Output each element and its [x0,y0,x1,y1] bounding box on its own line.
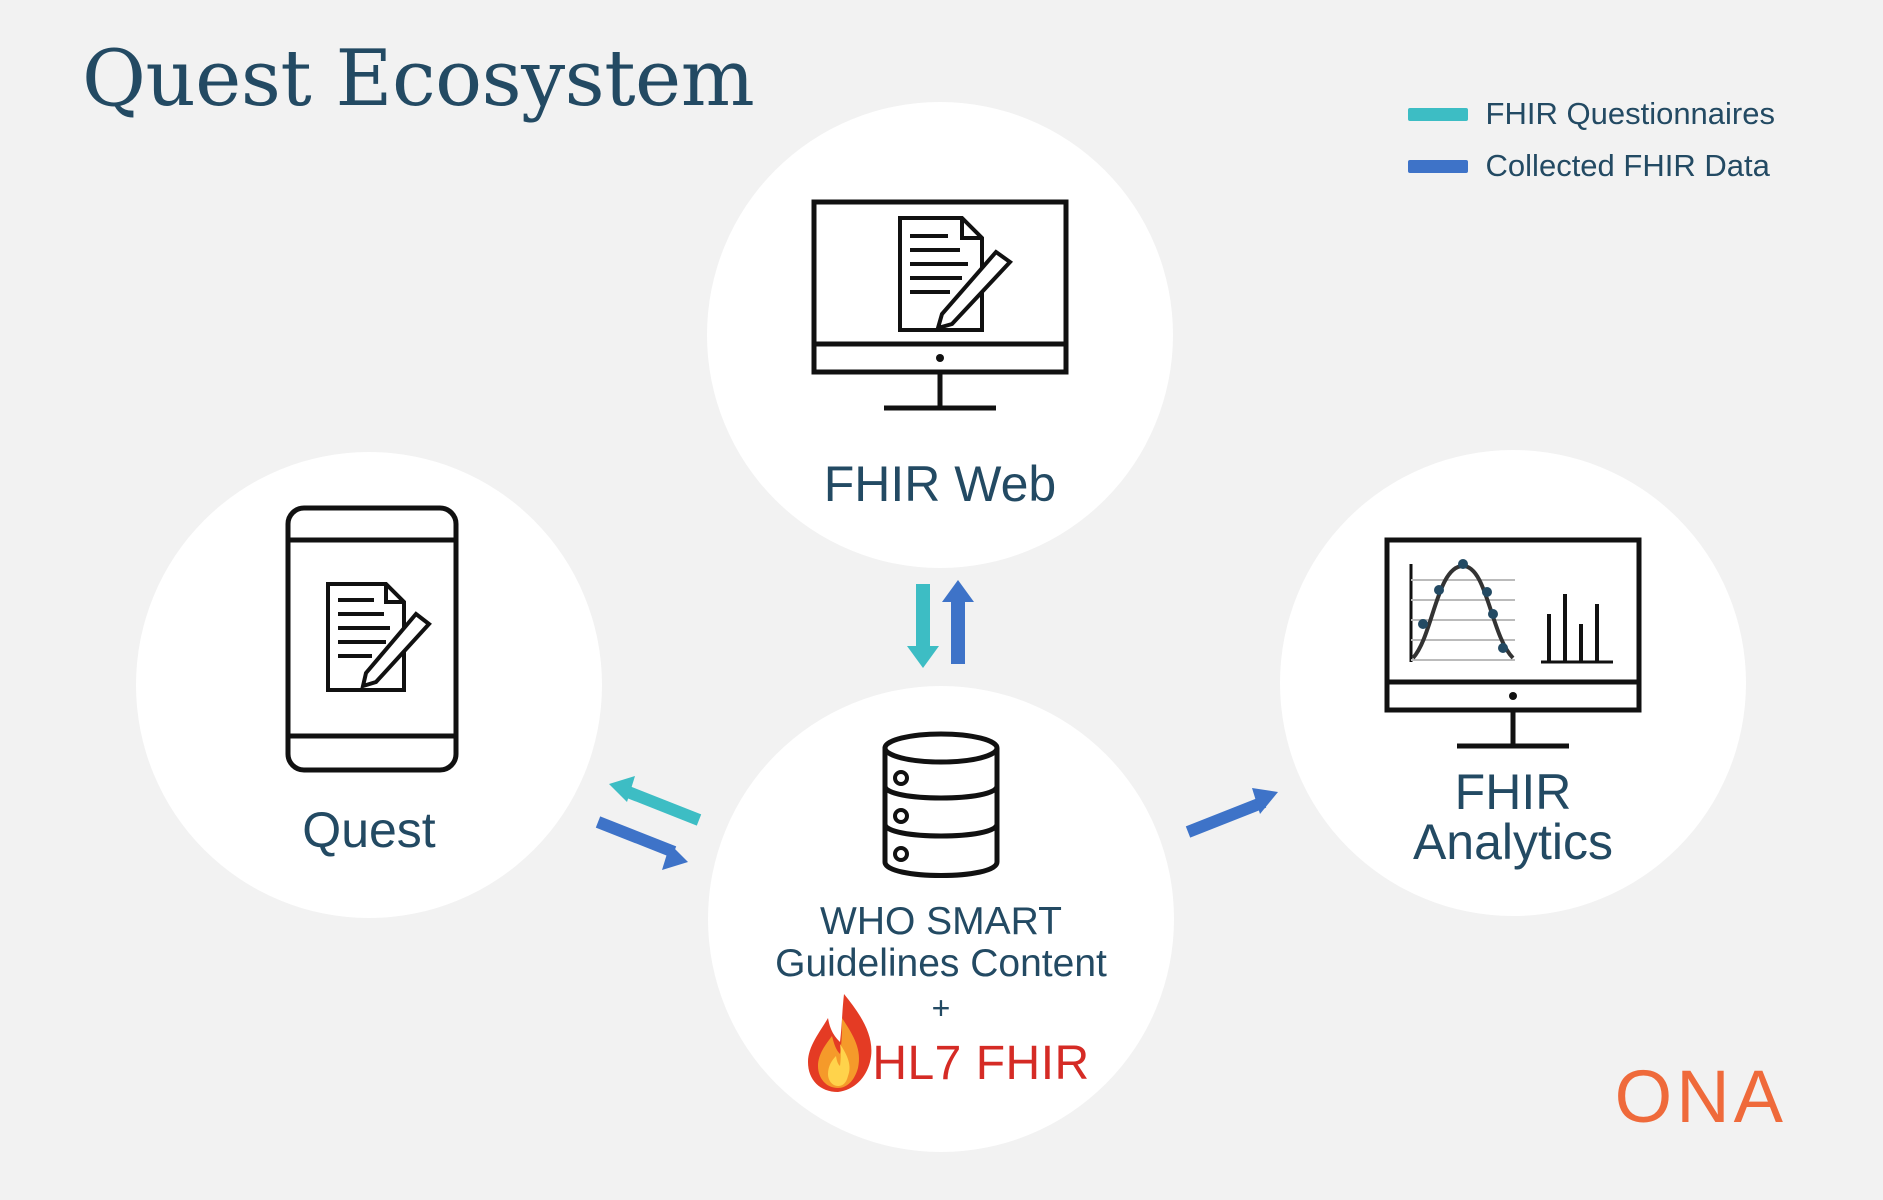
arrow-center-to-quest-questionnaire [609,776,702,826]
quest-node: Quest [136,452,602,918]
monitor-document-icon [811,199,1069,411]
arrow-quest-to-center-data [595,816,688,870]
plus-sign: + [931,990,951,1026]
legend-item-questionnaires: FHIR Questionnaires [1407,96,1775,132]
page-title: Quest Ecosystem [82,34,755,124]
analytics-label-line1: FHIR [1454,764,1572,820]
legend-label-questionnaires: FHIR Questionnaires [1485,96,1775,131]
analytics-monitor-icon [1384,537,1642,749]
legend: FHIR Questionnaires Collected FHIR Data [1407,96,1775,200]
who-smart-fhir-node: WHO SMART Guidelines Content + HL7 FHIR [708,686,1174,1152]
ona-logo: ONA [1614,1055,1787,1138]
legend-label-collected-data: Collected FHIR Data [1485,148,1770,183]
legend-swatch-collected-data [1407,159,1468,173]
fhir-web-label: FHIR Web [823,456,1057,512]
arrow-web-to-center-questionnaire [907,584,939,668]
fhir-web-node: FHIR Web [707,102,1173,568]
center-label-line2: Guidelines Content [775,942,1107,985]
hl7-fhir-logo-text: HL7 FHIR [872,1037,1090,1090]
database-icon [882,731,1000,878]
analytics-label-line2: Analytics [1412,814,1614,870]
arrow-center-to-analytics-data [1185,788,1278,838]
legend-swatch-questionnaires [1407,107,1468,121]
fhir-analytics-node: FHIR Analytics [1280,450,1746,916]
arrow-center-to-web-data [942,580,974,664]
quest-label: Quest [302,802,436,858]
legend-item-collected-data: Collected FHIR Data [1407,148,1775,184]
center-label-line1: WHO SMART [820,900,1062,943]
mobile-document-icon [285,505,459,773]
flame-logo-icon [808,994,872,1092]
